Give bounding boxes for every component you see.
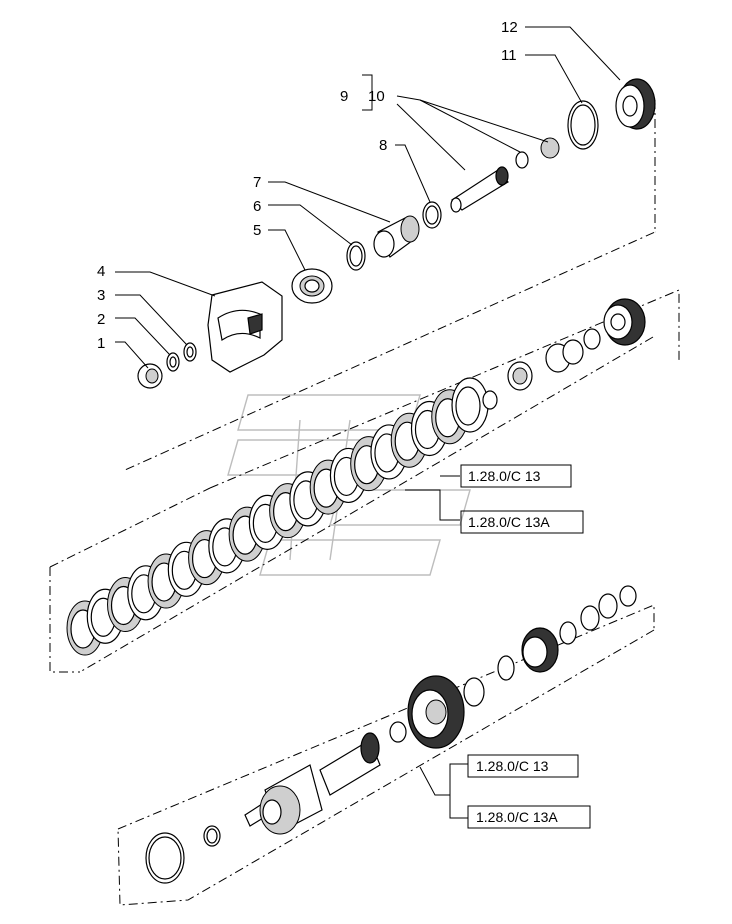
snap-ring-part-8 — [422, 201, 442, 229]
ring-part-3 — [183, 342, 197, 362]
assembly-outline-upper — [124, 100, 656, 471]
callout-12: 12 — [501, 19, 518, 36]
callout-6: 6 — [253, 198, 261, 215]
snap-ring-part-6 — [346, 241, 366, 271]
svg-text:1.28.0/C 13: 1.28.0/C 13 — [468, 468, 541, 484]
callout-4: 4 — [97, 263, 105, 280]
shaft-part-10 — [450, 137, 560, 213]
middle-bearing — [482, 298, 646, 410]
callout-1: 1 — [97, 335, 105, 352]
assembly-outline-middle — [49, 289, 680, 673]
callout-10: 10 — [368, 88, 385, 105]
bearing-part-5 — [291, 268, 333, 304]
nut-part-1 — [137, 363, 163, 389]
callout-9: 9 — [340, 88, 348, 105]
gear-part-12 — [615, 78, 656, 130]
callout-11: 11 — [501, 47, 517, 64]
reference-box-upper-2[interactable]: 1.28.0/C 13A — [460, 510, 584, 534]
reference-box-lower-1[interactable]: 1.28.0/C 13 — [467, 754, 579, 778]
callout-3: 3 — [97, 287, 105, 304]
callout-5: 5 — [253, 222, 261, 239]
assembly-outline-lower — [117, 604, 655, 906]
callout-7: 7 — [253, 174, 261, 191]
snap-ring-part-11 — [567, 100, 599, 150]
sleeve-part-7 — [373, 215, 420, 258]
svg-text:1.28.0/C 13: 1.28.0/C 13 — [476, 758, 549, 774]
svg-text:1.28.0/C 13A: 1.28.0/C 13A — [476, 809, 558, 825]
leader-lines — [115, 26, 621, 819]
callout-8: 8 — [379, 137, 387, 154]
callout-2: 2 — [97, 311, 105, 328]
yoke-part-4 — [207, 281, 283, 373]
reference-box-lower-2[interactable]: 1.28.0/C 13A — [467, 805, 591, 829]
shaft-assembly — [145, 585, 637, 884]
reference-box-upper-1[interactable]: 1.28.0/C 13 — [460, 464, 572, 488]
clutch-disc-bore — [455, 386, 481, 426]
svg-text:1.28.0/C 13A: 1.28.0/C 13A — [468, 514, 550, 530]
washer-part-2 — [166, 352, 180, 372]
clutch-disc-pack — [66, 377, 489, 656]
callout-labels: 1 2 3 4 5 6 7 8 9 10 11 12 — [97, 19, 518, 352]
